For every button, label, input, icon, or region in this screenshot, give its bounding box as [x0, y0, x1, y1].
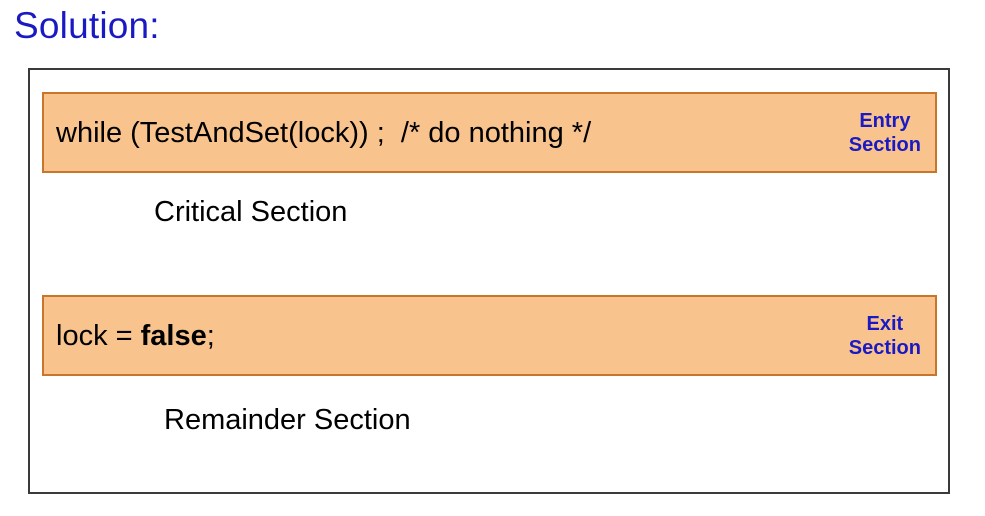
page-title: Solution:: [14, 5, 160, 46]
entry-section-code: while (TestAndSet(lock)) ; /* do nothing…: [44, 116, 839, 150]
entry-section-row: while (TestAndSet(lock)) ; /* do nothing…: [42, 92, 937, 173]
critical-section-label: Critical Section: [154, 196, 348, 228]
remainder-section-label: Remainder Section: [164, 404, 411, 436]
exit-code-prefix: lock =: [56, 319, 141, 352]
process-structure-frame: while (TestAndSet(lock)) ; /* do nothing…: [28, 68, 950, 494]
exit-code-keyword: false: [140, 319, 207, 352]
exit-section-row: lock = false; Exit Section: [42, 295, 937, 376]
exit-code-suffix: ;: [206, 319, 215, 352]
entry-section-label: Entry Section: [848, 109, 921, 156]
entry-code-prefix: while (TestAndSet(lock)) ; /* do nothing…: [56, 116, 592, 149]
exit-section-code: lock = false;: [44, 319, 839, 353]
exit-section-label: Exit Section: [848, 312, 921, 359]
